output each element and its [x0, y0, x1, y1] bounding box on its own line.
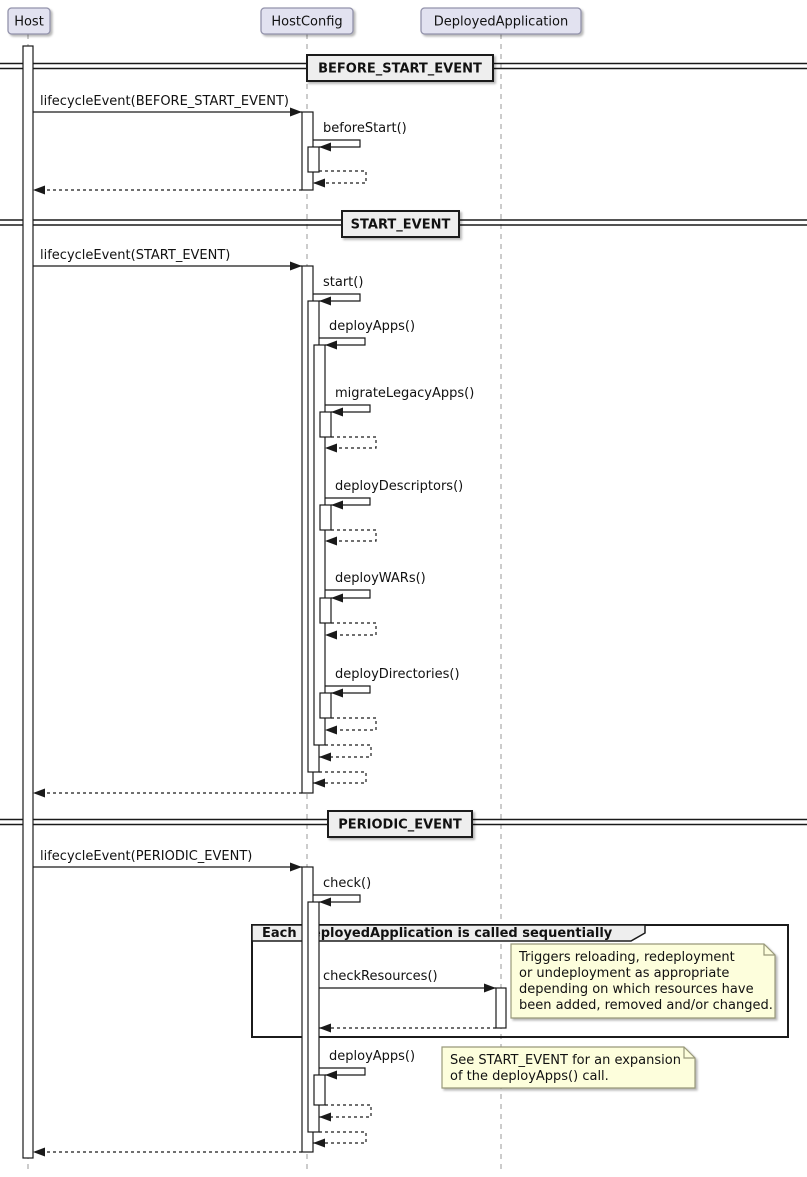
group-header	[251, 924, 646, 942]
message-arrowhead-lifecycle-periodic	[290, 862, 302, 872]
activation-deploy-descriptors	[319, 504, 332, 531]
message-arrowhead-before-start-call	[319, 142, 331, 152]
divider-box-before-start-event	[306, 54, 494, 82]
message-label-check-call: check()	[323, 876, 371, 891]
message-label-lifecycle-start: lifecycleEvent(START_EVENT)	[40, 248, 230, 263]
activation-host-main	[22, 45, 34, 1159]
participant-box-deployedapplication	[420, 7, 582, 35]
message-label-start-call: start()	[323, 275, 363, 290]
message-line-migrate-return	[325, 436, 377, 449]
message-label-before-start-call: beforeStart()	[323, 121, 407, 136]
message-arrowhead-check-call	[319, 897, 331, 907]
message-arrowhead-wars-return	[325, 630, 337, 640]
message-arrowhead-lifecycle-start	[290, 261, 302, 271]
divider-label-start-event: START_EVENT	[351, 218, 451, 233]
note-check-resources-text-line: Triggers reloading, redeployment	[518, 950, 735, 965]
message-line-migrate-call	[325, 404, 371, 413]
activation-deploy-apps	[313, 344, 326, 746]
participant-label-hostconfig: HostConfig	[271, 15, 342, 30]
message-line-deploy-apps-call	[319, 337, 366, 346]
message-label-lifecycle-before-start: lifecycleEvent(BEFORE_START_EVENT)	[40, 94, 289, 109]
participant-box-host	[7, 7, 51, 35]
divider-label-periodic-event: PERIODIC_EVENT	[338, 818, 462, 833]
message-arrowhead-start-end	[313, 778, 325, 788]
activation-before-start-inner	[307, 146, 320, 173]
message-arrowhead-migrate-call	[331, 407, 343, 417]
message-arrowhead-migrate-return	[325, 443, 337, 453]
message-arrowhead-lifecycle-before-start	[290, 107, 302, 117]
message-arrowhead-directories-return	[325, 725, 337, 735]
activation-migrate-legacy-apps	[319, 411, 332, 438]
activation-deploy-directories	[319, 692, 332, 719]
message-line-start-call	[313, 293, 361, 302]
message-line-deploy-apps-periodic-end	[319, 1104, 372, 1118]
message-label-descriptors-call: deployDescriptors()	[335, 479, 463, 494]
note-deploy-apps-text-line: of the deployApps() call.	[450, 1069, 609, 1084]
message-label-check-resources-call: checkResources()	[323, 969, 438, 984]
message-arrowhead-check-resources-return	[319, 1023, 331, 1033]
message-arrowhead-return-periodic	[33, 1147, 45, 1157]
note-deploy-apps-fold-icon	[683, 1047, 695, 1059]
note-deploy-apps	[441, 1046, 696, 1089]
message-arrowhead-wars-call	[331, 593, 343, 603]
participant-label-deployedapplication: DeployedApplication	[434, 15, 568, 30]
message-line-descriptors-return	[325, 529, 377, 542]
note-deploy-apps-text-line: See START_EVENT for an expansion	[450, 1053, 681, 1068]
divider-box-start-event	[341, 210, 460, 238]
activation-deploy-apps-periodic	[313, 1074, 326, 1106]
note-check-resources	[510, 943, 776, 1019]
message-label-wars-call: deployWARs()	[335, 571, 426, 586]
message-arrowhead-deploy-apps-end	[319, 752, 331, 762]
participant-label-host: Host	[14, 15, 44, 30]
note-check-resources-fold-icon	[763, 944, 775, 956]
message-line-check-call	[313, 894, 361, 903]
message-line-wars-return	[325, 622, 377, 636]
message-arrowhead-deploy-apps-periodic-call	[325, 1070, 337, 1080]
message-line-descriptors-call	[325, 497, 371, 506]
message-arrowhead-before-start-return	[313, 178, 325, 188]
message-line-directories-return	[325, 717, 377, 731]
group-label: Each DeployedApplication is called seque…	[262, 926, 613, 941]
message-line-deploy-apps-periodic-call	[319, 1067, 366, 1076]
divider-box-periodic-event	[327, 810, 473, 838]
participant-box-hostconfig	[260, 7, 354, 35]
message-arrowhead-directories-call	[331, 688, 343, 698]
message-line-before-start-call	[313, 139, 361, 148]
message-line-start-end	[313, 771, 367, 784]
message-line-deploy-apps-end	[319, 744, 372, 758]
message-arrowhead-descriptors-call	[331, 500, 343, 510]
message-line-before-start-return	[313, 170, 367, 184]
activation-deploy-wars	[319, 597, 332, 624]
activation-check-inner	[307, 901, 320, 1133]
message-line-wars-call	[325, 589, 371, 599]
divider-label-before-start-event: BEFORE_START_EVENT	[318, 62, 482, 77]
message-arrowhead-return-before-start	[33, 185, 45, 195]
note-check-resources-text-line: been added, removed and/or changed.	[519, 998, 773, 1013]
message-arrowhead-deploy-apps-periodic-end	[319, 1112, 331, 1122]
message-label-lifecycle-periodic: lifecycleEvent(PERIODIC_EVENT)	[40, 849, 252, 864]
message-line-directories-call	[325, 685, 371, 694]
message-arrowhead-check-resources-call	[484, 983, 496, 993]
message-line-check-end	[313, 1131, 367, 1144]
message-arrowhead-descriptors-return	[325, 536, 337, 546]
message-label-migrate-call: migrateLegacyApps()	[335, 386, 474, 401]
note-check-resources-text-line: or undeployment as appropriate	[519, 966, 729, 981]
message-arrowhead-return-start	[33, 788, 45, 798]
note-check-resources-text-line: depending on which resources have	[519, 982, 754, 997]
message-arrowhead-deploy-apps-call	[325, 340, 337, 350]
message-label-deploy-apps-periodic-call: deployApps()	[329, 1049, 415, 1064]
message-label-deploy-apps-call: deployApps()	[329, 319, 415, 334]
message-arrowhead-start-call	[319, 296, 331, 306]
message-arrowhead-check-end	[313, 1138, 325, 1148]
activation-deployedapplication-check	[495, 987, 507, 1029]
message-label-directories-call: deployDirectories()	[335, 667, 460, 682]
